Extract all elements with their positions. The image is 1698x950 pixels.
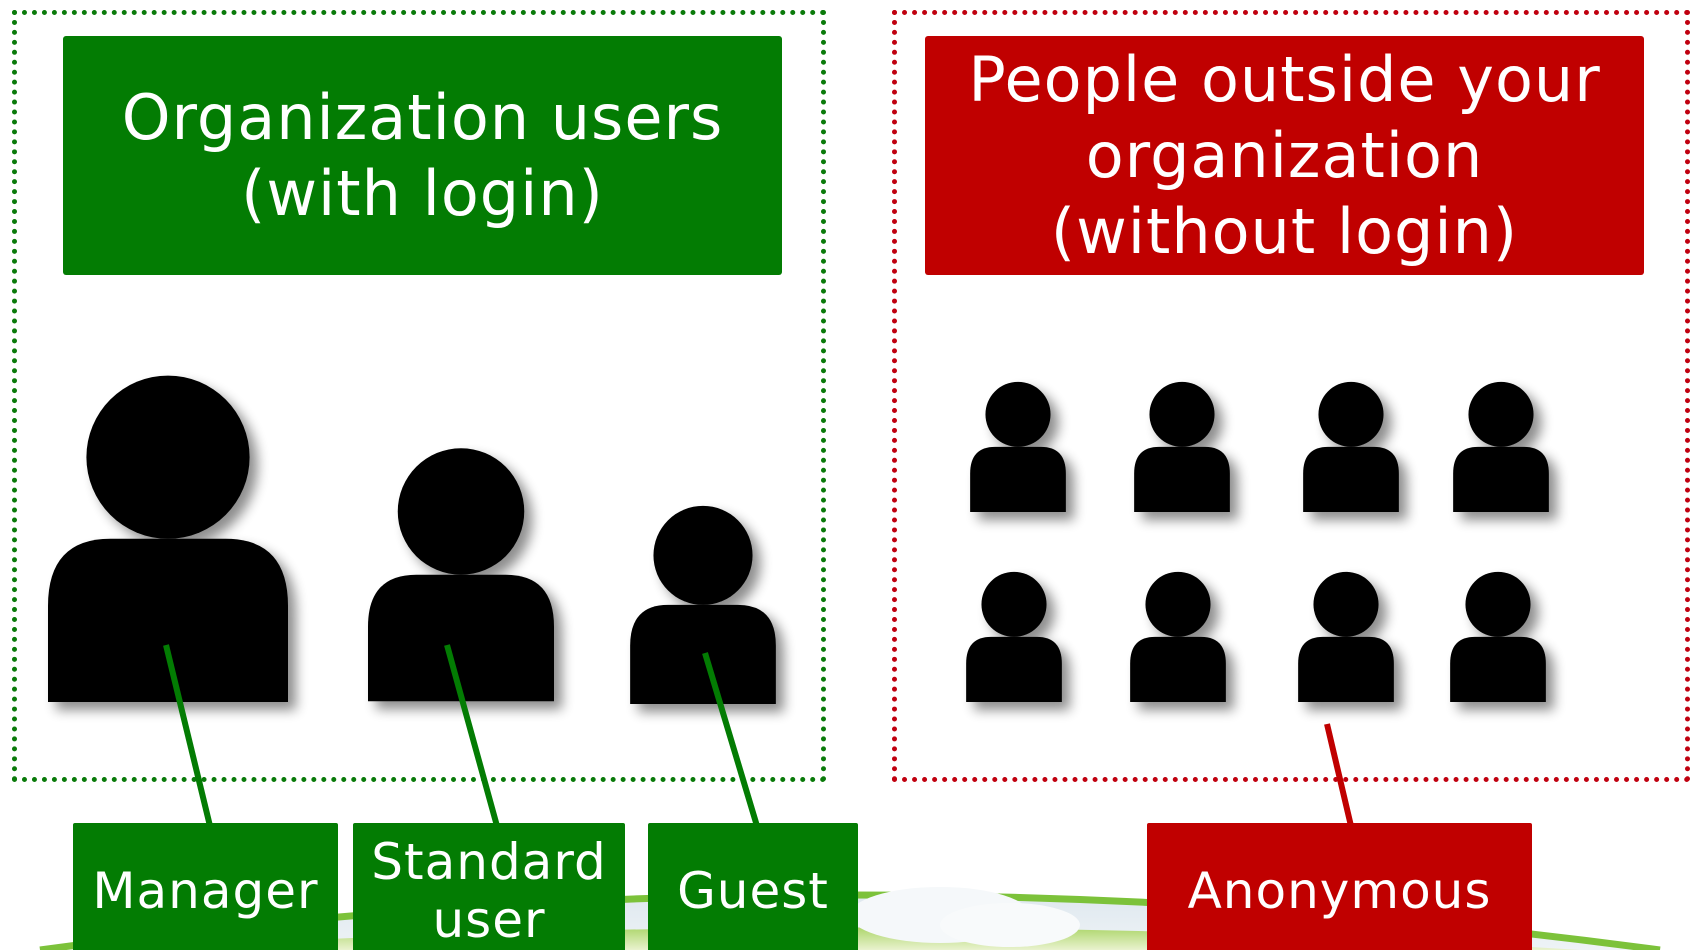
manager-connector xyxy=(163,644,213,827)
guest-connector xyxy=(702,652,760,827)
organization-users-header: Organization users (with login) xyxy=(63,36,782,275)
standard-user-label: Standard user xyxy=(353,823,625,950)
guest-person-icon xyxy=(630,505,776,704)
person-silhouette-icon xyxy=(1134,381,1230,512)
standard-user-connector xyxy=(444,644,500,827)
header-line: organization xyxy=(1085,118,1484,192)
label-line: Anonymous xyxy=(1187,861,1492,920)
person-silhouette-icon xyxy=(970,381,1066,512)
external-people-header: People outside your organization (withou… xyxy=(925,36,1644,275)
label-line: user xyxy=(432,890,546,949)
anonymous-label: Anonymous xyxy=(1147,823,1532,950)
organization-users-frame xyxy=(12,10,826,782)
anonymous-connector xyxy=(1324,723,1354,827)
label-line: Manager xyxy=(92,861,319,920)
person-silhouette-icon xyxy=(1450,571,1546,702)
label-line: Guest xyxy=(677,861,829,920)
header-line: (with login) xyxy=(241,156,604,230)
person-silhouette-icon xyxy=(1298,571,1394,702)
manager-label: Manager xyxy=(73,823,338,950)
cloud xyxy=(940,903,1080,947)
header-line: (without login) xyxy=(1050,194,1519,268)
header-line: Organization users xyxy=(121,80,724,154)
standard-user-person-icon xyxy=(368,448,554,702)
person-silhouette-icon xyxy=(1303,381,1399,512)
label-line: Standard xyxy=(371,832,607,891)
anonymous-people-grid xyxy=(966,381,1549,702)
person-silhouette-icon xyxy=(1130,571,1226,702)
external-people-frame xyxy=(892,10,1690,782)
person-silhouette-icon xyxy=(1453,381,1549,512)
person-silhouette-icon xyxy=(966,571,1062,702)
header-line: People outside your xyxy=(968,42,1601,116)
guest-label: Guest xyxy=(648,823,858,950)
